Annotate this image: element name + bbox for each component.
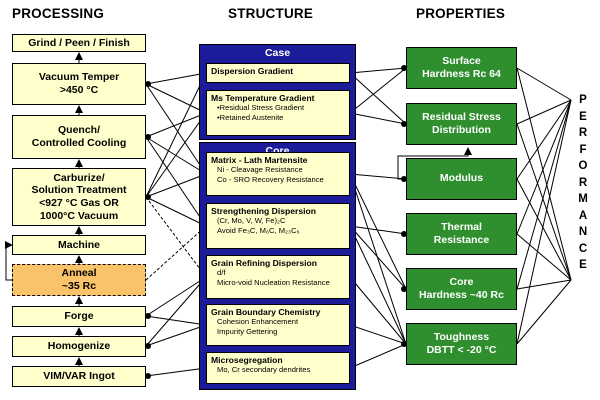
- connector-line: [145, 196, 207, 278]
- connector-dot: [401, 121, 407, 127]
- connector-line: [516, 67, 572, 101]
- connector-line: [145, 72, 207, 85]
- connector-line: [349, 112, 407, 125]
- connector-line: [145, 276, 207, 317]
- connector-line: [516, 123, 572, 281]
- performance-letter: F: [579, 143, 587, 156]
- anneal-step: Anneal~35 Rc: [12, 264, 146, 296]
- connector-line: [145, 112, 207, 138]
- dispersion-gradient-box: Dispersion Gradient: [206, 63, 350, 83]
- connector-line: [349, 276, 407, 345]
- connector-line: [349, 225, 407, 345]
- quench-step: Quench/Controlled Cooling: [12, 115, 146, 159]
- performance-letter: N: [578, 226, 588, 238]
- connector-line: [145, 276, 207, 347]
- connector-dot: [401, 286, 407, 292]
- grain-boundary-chemistry-box: Grain Boundary Chemistry Cohesion Enhanc…: [206, 304, 350, 346]
- performance-letter: C: [578, 242, 588, 255]
- connector-line: [349, 343, 407, 369]
- vim-var-ingot-step: VIM/VAR Ingot: [12, 366, 146, 387]
- connector-line: [516, 99, 572, 235]
- performance-letter: O: [578, 160, 588, 172]
- connector-line: [349, 72, 407, 125]
- connector-line: [349, 173, 407, 290]
- properties-header: PROPERTIES: [416, 6, 506, 21]
- processing-header: PROCESSING: [12, 6, 105, 21]
- performance-letter: R: [578, 127, 588, 139]
- connector-line: [145, 367, 207, 377]
- connector-dot: [401, 341, 407, 347]
- connector-dot: [145, 81, 151, 87]
- connector-line: [145, 324, 207, 347]
- connector-line: [145, 83, 207, 114]
- strengthening-dispersion-box: Strengthening Dispersion (Cr, Mo, V, W, …: [206, 203, 350, 249]
- homogenize-step: Homogenize: [12, 336, 146, 357]
- modulus-property: Modulus: [406, 158, 517, 200]
- connector-line: [349, 324, 407, 345]
- connector-line: [516, 99, 572, 180]
- connector-line: [349, 225, 407, 235]
- carburize-step: Carburize/Solution Treatment <927 °C Gas…: [12, 168, 146, 226]
- connector-dot: [401, 231, 407, 237]
- connector-dot: [145, 373, 151, 379]
- vacuum-temper-step: Vacuum Temper>450 °C: [12, 63, 146, 105]
- connector-dot: [145, 194, 151, 200]
- machine-step: Machine: [12, 235, 146, 255]
- connector-line: [145, 225, 207, 281]
- connector-dot: [145, 134, 151, 140]
- case-title: Case: [264, 47, 291, 59]
- connector-line: [516, 279, 572, 290]
- grind-peen-finish-step: Grind / Peen / Finish: [12, 34, 146, 52]
- microsegregation-box: Microsegregation Mo, Cr secondary dendri…: [206, 352, 350, 384]
- connector-line: [516, 279, 572, 345]
- connector-line: [145, 136, 207, 227]
- performance-letter: E: [579, 259, 587, 271]
- connector-dot: [401, 65, 407, 71]
- modulus-to-residual-arrow: [397, 147, 472, 180]
- performance-letter: A: [578, 209, 588, 222]
- matrix-lath-martensite-box: Matrix - Lath Martensite Ni - Cleavage R…: [206, 152, 350, 196]
- performance-letter: E: [579, 110, 587, 123]
- performance-letter: R: [578, 176, 588, 189]
- connector-line: [349, 67, 407, 114]
- forge-step: Forge: [12, 306, 146, 327]
- structure-header: STRUCTURE: [228, 6, 314, 21]
- connector-line: [516, 233, 572, 281]
- performance-letter: P: [579, 94, 587, 106]
- connector-line: [145, 112, 207, 198]
- connector-line: [516, 99, 572, 345]
- connector-dot: [145, 343, 151, 349]
- connector-line: [349, 173, 407, 345]
- connector-line: [516, 99, 572, 125]
- connector-line: [516, 67, 572, 281]
- connector-line: [145, 315, 207, 326]
- grain-refining-dispersion-box: Grain Refining Dispersion d/f Micro-void…: [206, 255, 350, 299]
- connector-line: [349, 67, 407, 74]
- connector-line: [145, 83, 207, 175]
- ms-temperature-gradient-box: Ms Temperature Gradient •Residual Stress…: [206, 90, 350, 136]
- connector-line: [349, 173, 407, 180]
- connector-dot: [145, 313, 151, 319]
- anneal-loop-line: [5, 241, 13, 281]
- connector-line: [145, 196, 207, 227]
- connector-line: [516, 178, 572, 281]
- connector-line: [516, 99, 572, 290]
- connector-line: [349, 225, 407, 290]
- connector-line: [145, 72, 207, 198]
- connector-line: [145, 173, 207, 198]
- performance-letter: M: [578, 193, 588, 205]
